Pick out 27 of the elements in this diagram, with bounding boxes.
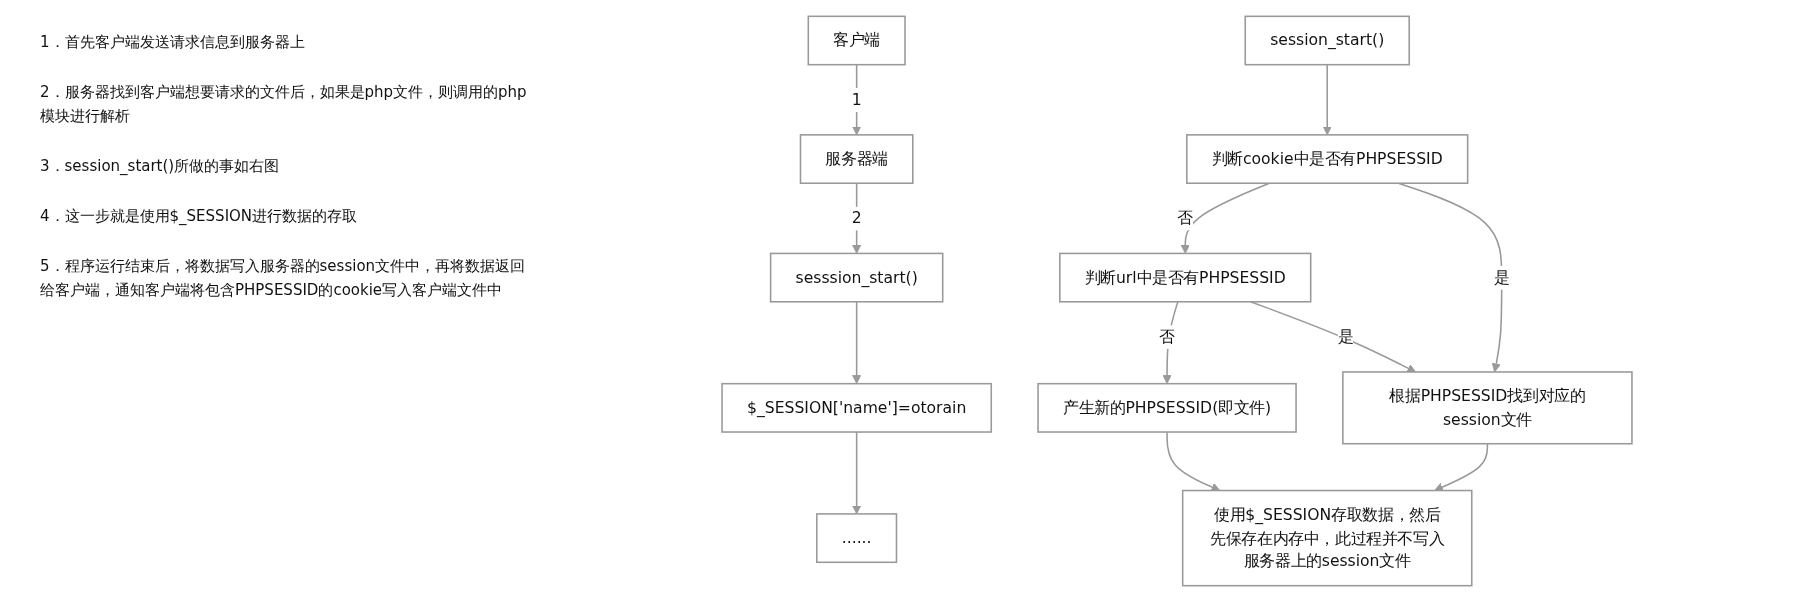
annotation-text: 5．程序运行结束后，将数据写入服务器的session文件中，再将数据返回给客户端，通知客户端将包含PHPSESSID的cookie写入客户端文件中: [40, 256, 527, 301]
arrow: [1434, 442, 1489, 492]
process-box: 客户端: [807, 15, 906, 66]
process-box: 产生新的PHPSESSID(即文件): [1037, 382, 1297, 433]
edge-label: 否: [1159, 327, 1175, 346]
process-box: 根据PHPSESSID找到对应的session文件: [1342, 371, 1633, 445]
annotation-text: 2．服务器找到客户端想要请求的文件后，如果是php文件，则调用的php模块进行解析: [40, 82, 528, 127]
process-box: 使用$_SESSION存取数据，然后先保存在内存中，此过程并不写入服务器上的session文件: [1181, 489, 1473, 587]
edge-label: 是: [1493, 267, 1510, 287]
edge-label: 1: [851, 90, 862, 109]
arrow: [852, 301, 862, 385]
annotation-text: 4．这一步就是使用$_SESSION进行数据的存取: [40, 206, 359, 227]
annotation-text: 3．session_start()所做的事如右图: [40, 156, 281, 177]
process-box: $_SESSION['name']=otorain: [721, 382, 993, 433]
process-box: session_start(): [1244, 15, 1410, 66]
edge-label: 否: [1177, 208, 1194, 228]
process-box: 判断cookie中是否有PHPSESSID: [1186, 134, 1469, 184]
arrow: [1322, 63, 1332, 136]
process-box: 判断url中是否有PHPSESSID: [1059, 252, 1312, 303]
process-box: sesssion_start(): [769, 252, 944, 303]
process-box: 服务器端: [799, 134, 914, 184]
process-box: ......: [816, 513, 898, 564]
arrow: [852, 431, 862, 515]
edge-label: 是: [1337, 327, 1354, 346]
edge-label: 2: [851, 208, 862, 228]
annotation-text: 1．首先客户端发送请求信息到服务器上: [40, 32, 306, 53]
arrow: [1166, 431, 1221, 492]
